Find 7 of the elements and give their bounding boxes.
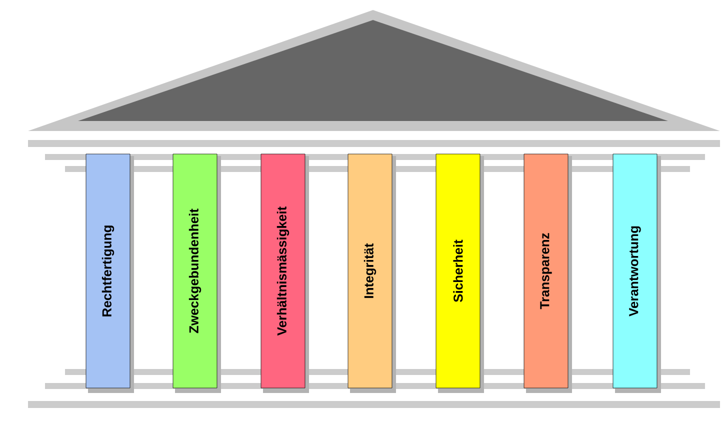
pillar-box: Sicherheit — [436, 154, 484, 393]
pillar-box: Verhältnismässigkeit — [260, 154, 309, 393]
pillar-box: Verantwortung — [612, 154, 661, 393]
pillar-box: Rechtfertigung — [86, 154, 134, 393]
pillar-box: Integrität — [348, 154, 396, 393]
pillar-box: Transparenz — [524, 154, 572, 393]
pillar-box: Zweckgebundenheit — [172, 154, 221, 393]
